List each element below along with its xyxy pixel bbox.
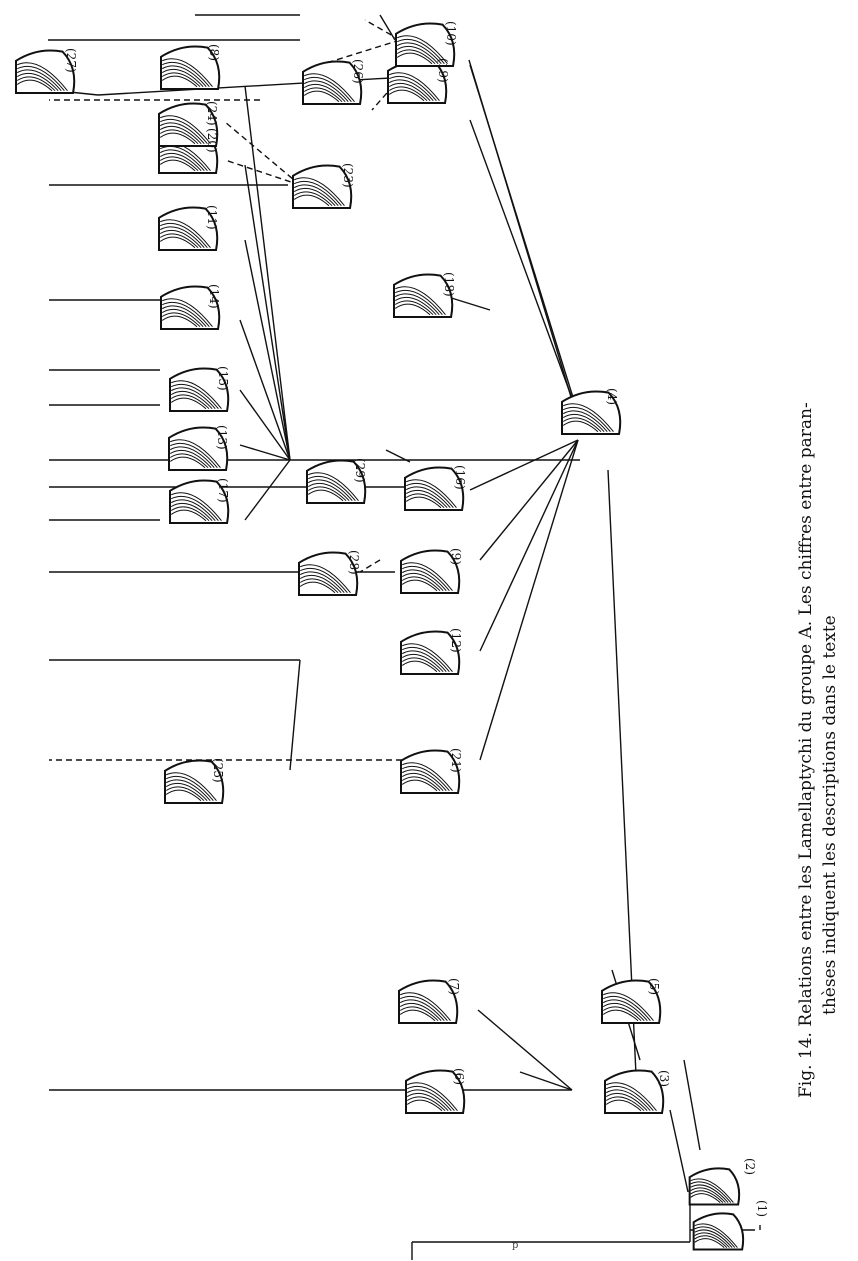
specimen-label: (27) xyxy=(64,48,78,73)
caption-line-1: Fig. 14. Relations entre les Lamellaptyc… xyxy=(796,402,816,1098)
link-line xyxy=(224,159,301,186)
specimen-label: (13) xyxy=(215,425,229,450)
specimen-shell xyxy=(405,1069,466,1114)
specimen-shell xyxy=(298,551,359,596)
link-line xyxy=(379,14,396,41)
link-line xyxy=(683,1059,701,1151)
specimen-shell xyxy=(164,759,225,804)
specimen-shell xyxy=(306,459,367,504)
link-line xyxy=(469,439,579,491)
specimen-label: (21) xyxy=(449,748,463,773)
specimen-shell xyxy=(158,102,219,147)
link-line xyxy=(239,444,291,461)
specimen-label: (16) xyxy=(453,465,467,490)
specimen-label: (26) xyxy=(351,59,365,84)
link-line xyxy=(469,119,581,421)
specimen-label: (11) xyxy=(205,205,219,230)
specimen-label: (10) xyxy=(444,21,458,46)
specimen-shells xyxy=(15,22,745,1251)
specimen-label: (2) xyxy=(743,1158,757,1175)
specimen-shell xyxy=(395,22,456,67)
specimen-label: (15) xyxy=(216,366,230,391)
specimen-shell xyxy=(688,1167,741,1206)
specimen-shell xyxy=(160,45,221,90)
specimen-shell xyxy=(292,164,353,209)
specimen-label: (14) xyxy=(207,284,221,309)
link-line xyxy=(239,389,291,461)
specimen-shell xyxy=(160,285,221,330)
link-line xyxy=(239,319,291,461)
specimen-label: (24) xyxy=(205,101,219,126)
specimen-labels: (1) (2) (3) (5) (6) (7) (4) (21) (25) (12) (28) (9)… xyxy=(64,21,769,1217)
link-line xyxy=(224,121,301,186)
specimen-label: (20) xyxy=(205,128,219,153)
specimen-shell xyxy=(158,206,219,251)
specimen-label: (17) xyxy=(216,478,230,503)
specimen-shell xyxy=(168,426,229,471)
link-line xyxy=(319,39,401,66)
link-line xyxy=(479,439,579,761)
specimen-label: (23) xyxy=(341,163,355,188)
specimen-shell xyxy=(169,367,230,412)
specimen-label: (3) xyxy=(657,1070,671,1087)
link-line xyxy=(479,439,579,652)
specimen-shell xyxy=(400,549,461,594)
link-line xyxy=(477,1009,573,1091)
specimen-label: (29) xyxy=(353,458,367,483)
link-line xyxy=(479,439,579,561)
specimen-shell xyxy=(398,979,459,1024)
specimen-shell xyxy=(601,979,662,1024)
link-line xyxy=(289,659,301,771)
caption-line-2: thèses indiquent les descriptions dans l… xyxy=(820,615,840,1015)
link-line xyxy=(519,1071,573,1091)
link-line xyxy=(244,164,291,461)
link-line xyxy=(359,559,381,573)
specimen-label: (19) xyxy=(436,58,450,83)
stray-mark: p xyxy=(512,1240,519,1251)
link-line xyxy=(669,1109,689,1193)
specimen-label: (6) xyxy=(452,1068,466,1085)
specimen-shell xyxy=(393,273,454,318)
specimen-shell xyxy=(400,749,461,794)
specimen-label: (5) xyxy=(647,978,661,995)
link-line xyxy=(244,459,291,521)
link-line xyxy=(371,77,401,111)
specimen-label: (18) xyxy=(442,272,456,297)
link-line xyxy=(469,64,581,421)
link-line xyxy=(364,19,401,41)
specimen-shell xyxy=(400,630,461,675)
specimen-shell xyxy=(692,1212,745,1251)
specimen-label: (28) xyxy=(347,550,361,575)
specimen-label: (4) xyxy=(605,388,619,405)
specimen-shell xyxy=(404,466,465,511)
specimen-label: (9) xyxy=(449,548,463,565)
link-line xyxy=(244,85,291,461)
specimen-shell xyxy=(15,49,76,94)
specimen-label: (12) xyxy=(449,628,463,653)
specimen-label: (25) xyxy=(211,758,225,783)
specimen-label: (1) xyxy=(755,1200,769,1217)
link-line xyxy=(607,469,637,1076)
specimen-shell xyxy=(561,390,622,435)
specimen-shell xyxy=(604,1069,665,1114)
specimen-label: (7) xyxy=(447,978,461,995)
link-line xyxy=(244,239,291,461)
specimen-shell xyxy=(302,60,363,105)
specimen-label: (8) xyxy=(207,44,221,61)
specimen-shell xyxy=(169,479,230,524)
